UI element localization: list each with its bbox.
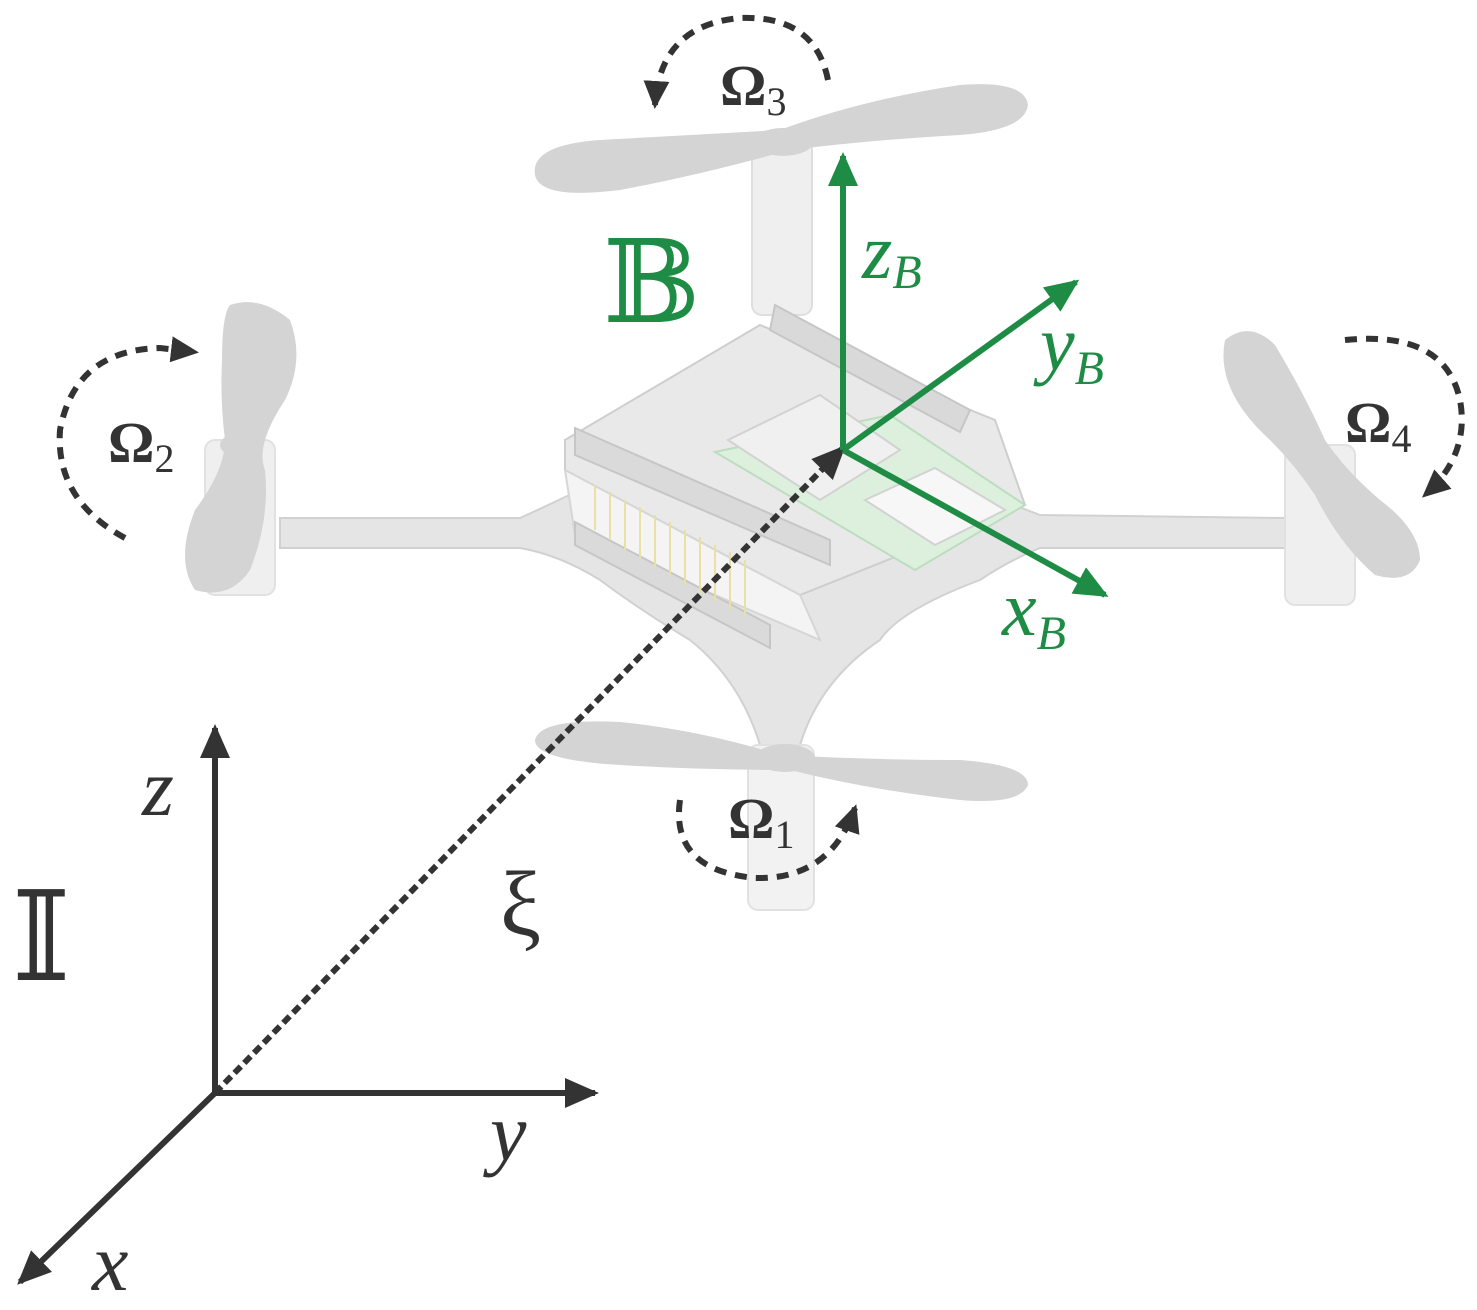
drone-body-side bbox=[563, 468, 822, 642]
rotor-4-sub: 4 bbox=[1391, 416, 1411, 461]
body-y-axis bbox=[841, 279, 1080, 453]
rotor-3-symbol: Ω bbox=[720, 53, 766, 118]
propeller-1 bbox=[535, 721, 1028, 801]
drone-rail-top bbox=[768, 303, 972, 434]
rotor-1-symbol: Ω bbox=[728, 786, 774, 851]
rotor-3-label: Ω3 bbox=[720, 53, 786, 124]
motor-mount-3 bbox=[751, 139, 813, 316]
world-x-axis bbox=[17, 1090, 218, 1285]
rotor-2-symbol: Ω bbox=[108, 410, 154, 475]
body-z-letter: z bbox=[861, 208, 892, 295]
rotor-1-sub: 1 bbox=[774, 812, 794, 857]
drone-illustration bbox=[185, 84, 1420, 911]
world-x-label: x bbox=[91, 1217, 128, 1308]
body-y-sub: B bbox=[1075, 342, 1104, 395]
rotation-arrow-4 bbox=[1344, 335, 1465, 498]
body-x-sub: B bbox=[1037, 607, 1066, 660]
body-frame-axes bbox=[828, 152, 1109, 598]
body-y-letter: y bbox=[1033, 300, 1075, 387]
body-x-axis bbox=[841, 447, 1109, 598]
rotation-arrow-3 bbox=[643, 14, 831, 109]
rotor-4-symbol: Ω bbox=[1345, 390, 1391, 455]
body-z-label: zB bbox=[861, 208, 922, 299]
body-frame-symbol: 𝔹 bbox=[603, 220, 700, 347]
drone-chip-2 bbox=[862, 466, 1008, 547]
rotor-3-sub: 3 bbox=[766, 79, 786, 124]
world-z-label: z bbox=[141, 742, 174, 833]
position-vector-xi bbox=[212, 445, 846, 1096]
rotor-2-label: Ω2 bbox=[108, 410, 174, 481]
rotation-arrow-2 bbox=[56, 336, 199, 541]
world-frame-symbol: 𝕀 bbox=[12, 870, 70, 1008]
world-frame-axes bbox=[17, 724, 599, 1285]
body-y-label: yB bbox=[1033, 300, 1104, 395]
rotation-arrows bbox=[56, 14, 1465, 882]
drone-pins bbox=[594, 485, 746, 615]
position-vector-label: ξ bbox=[500, 853, 541, 955]
rotor-4-label: Ω4 bbox=[1345, 390, 1411, 461]
body-z-sub: B bbox=[892, 246, 921, 299]
rotor-1-label: Ω1 bbox=[728, 786, 794, 857]
rotation-arrow-1 bbox=[675, 799, 860, 882]
world-y-label: y bbox=[483, 1087, 527, 1178]
body-x-letter: x bbox=[1001, 565, 1037, 652]
propeller-4 bbox=[1223, 331, 1420, 578]
rotor-2-sub: 2 bbox=[154, 436, 174, 481]
propeller-3 bbox=[534, 84, 1028, 193]
propeller-2 bbox=[185, 302, 297, 593]
body-x-label: xB bbox=[1001, 565, 1066, 660]
